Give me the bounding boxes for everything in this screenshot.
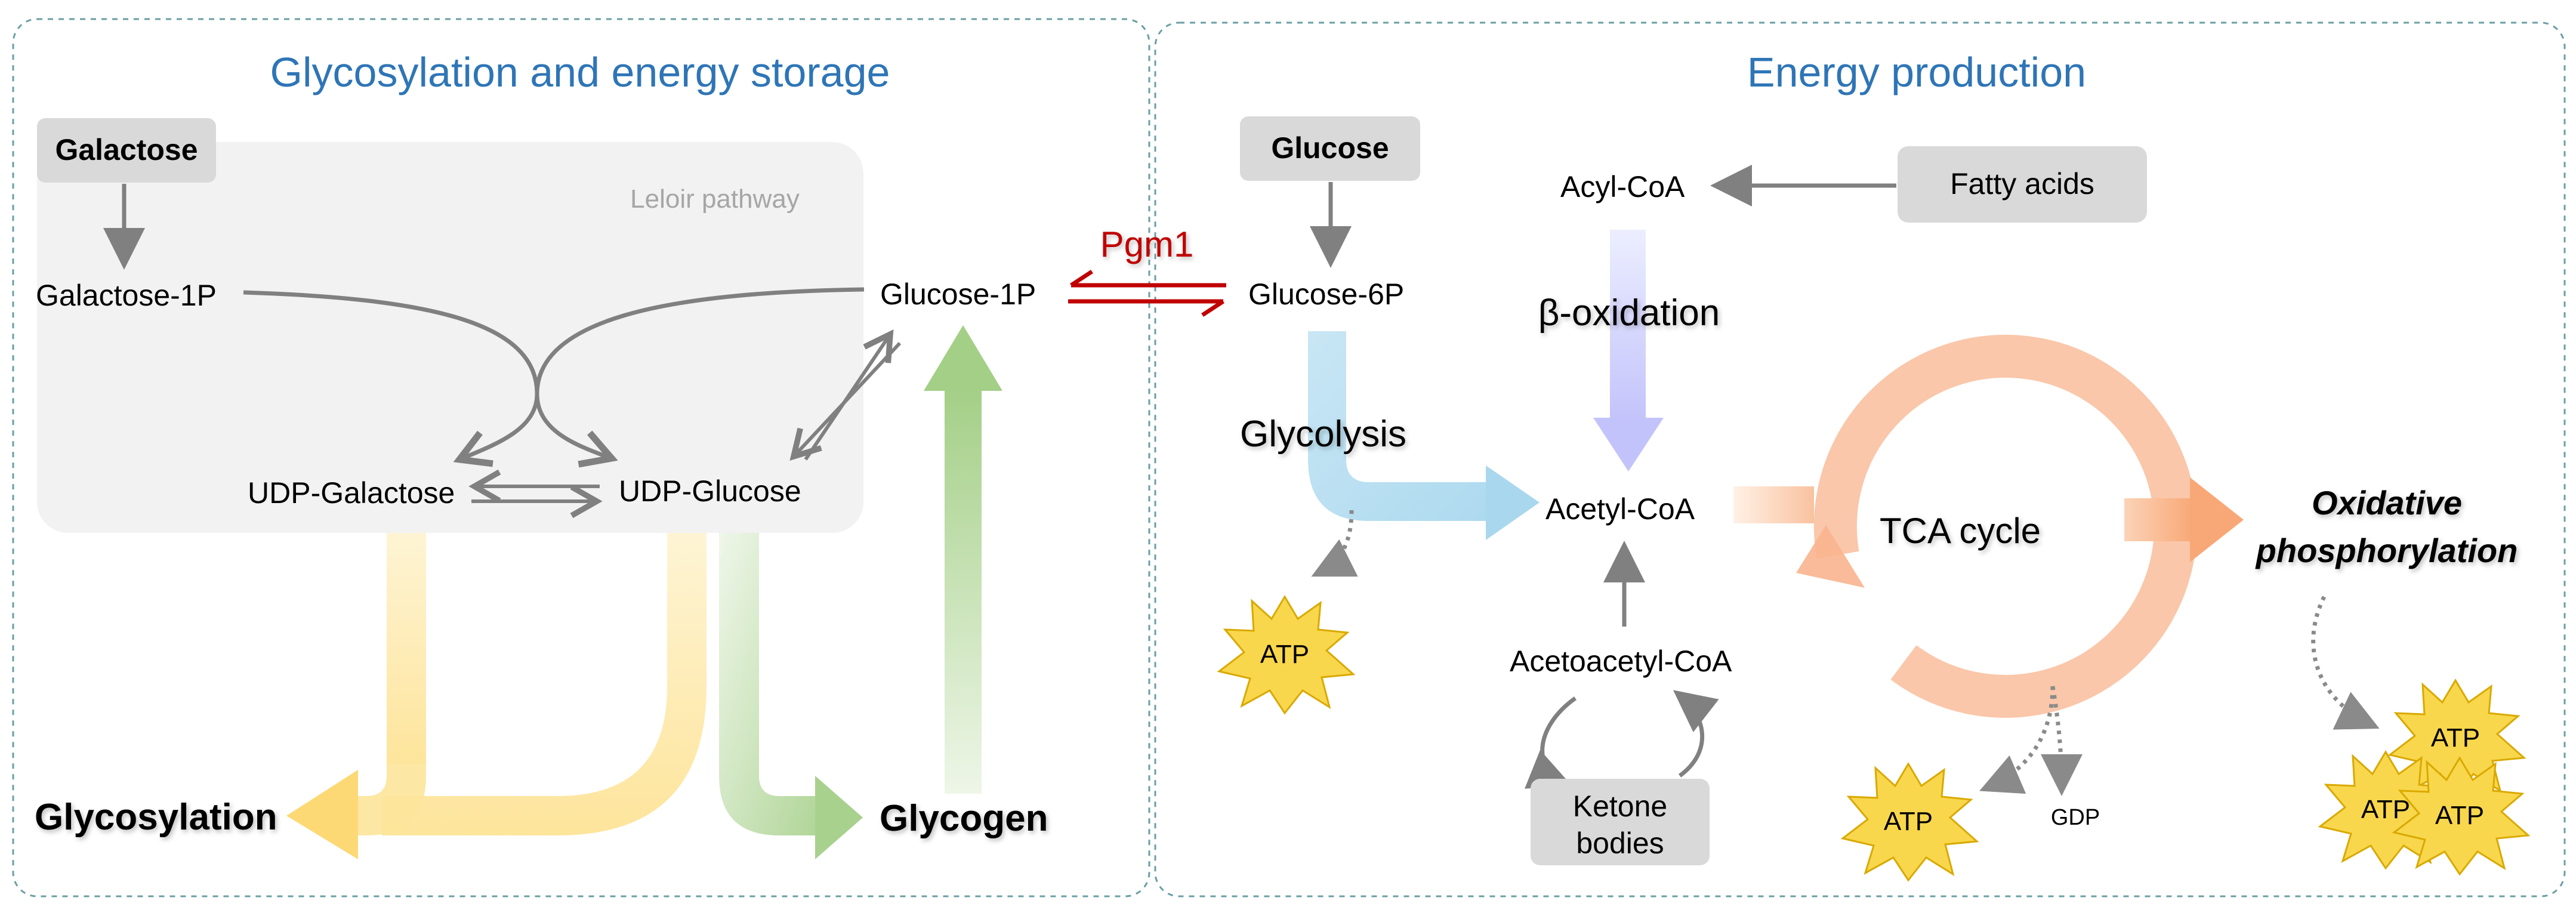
fatty-acids-box xyxy=(1898,146,2147,223)
glucose-1p-label: Glucose-1P xyxy=(880,277,1036,311)
atp-star-oxphos-right: ATP xyxy=(2392,756,2531,876)
pgm1-arrowhead-right xyxy=(1201,300,1224,317)
glycosylation-label: Glycosylation xyxy=(35,797,277,838)
oxphos-to-atp-arrow xyxy=(2311,596,2380,730)
udp-glucose-label: UDP-Glucose xyxy=(619,474,801,508)
beta-oxidation-label: β-oxidation xyxy=(1538,292,1720,334)
galactose-label: Galactose xyxy=(55,133,198,166)
tca-to-oxphos-arrow xyxy=(2124,477,2244,562)
glucose-box xyxy=(1240,116,1420,181)
glycogen-arrow xyxy=(719,525,863,859)
galactose-box xyxy=(37,118,216,183)
ketone-bodies-line1: Ketone xyxy=(1573,789,1667,823)
glucose-1p-to-udp-galactose-arrow xyxy=(453,287,865,467)
oxphos-label-line1: Oxidative xyxy=(2312,484,2462,522)
glycolysis-arrow xyxy=(1308,331,1540,540)
left-panel xyxy=(12,18,1150,898)
acetoacetyl-coa-label: Acetoacetyl-CoA xyxy=(1510,644,1732,678)
acetyl-coa-to-tca-arrow xyxy=(1733,486,1814,523)
atp-label: ATP xyxy=(1884,807,1933,836)
glucose-6p-label: Glucose-6P xyxy=(1248,277,1404,311)
beta-oxidation-arrow xyxy=(1593,230,1664,471)
fatty-acids-label: Fatty acids xyxy=(1950,167,2094,201)
tca-cycle-label: TCA cycle xyxy=(1880,511,2041,551)
glycolysis-to-atp-arrow xyxy=(1311,510,1358,577)
ketone-bodies-line2: bodies xyxy=(1576,826,1664,860)
glycosylation-arrow xyxy=(286,525,707,859)
right-panel-title: Energy production xyxy=(1747,49,2086,95)
left-panel-title: Glycosylation and energy storage xyxy=(270,49,890,95)
gdp-label: GDP xyxy=(2051,805,2100,830)
glycogen-label: Glycogen xyxy=(880,798,1048,839)
atp-label: ATP xyxy=(1260,640,1309,669)
galactose-1p-to-udp-glucose-arrow xyxy=(243,290,618,468)
right-panel xyxy=(1154,21,2566,898)
leloir-pathway-label: Leloir pathway xyxy=(630,184,800,214)
glycolysis-label: Glycolysis xyxy=(1240,414,1406,455)
atp-label: ATP xyxy=(2431,723,2480,752)
tca-cycle-ring xyxy=(1796,334,2197,718)
pgm1-label: Pgm1 xyxy=(1100,224,1194,264)
acyl-coa-label: Acyl-CoA xyxy=(1560,170,1685,203)
atp-star-glycolysis: ATP xyxy=(1217,595,1356,715)
galactose-1p-label: Galactose-1P xyxy=(36,279,217,312)
ketone-bodies-to-acetoacetyl-coa-arrow xyxy=(1673,690,1719,778)
atp-label: ATP xyxy=(2435,801,2484,830)
glucose-label: Glucose xyxy=(1271,131,1389,165)
leloir-pathway-box xyxy=(37,142,863,533)
glucose-1p-to-udp-glucose-arrow xyxy=(789,341,902,461)
pgm1-arrowhead-left xyxy=(1070,270,1093,287)
acetoacetyl-coa-to-ketone-bodies-arrow xyxy=(1524,696,1577,789)
oxphos-label-line2: phosphorylation xyxy=(2255,532,2518,569)
glycogen-to-glucose-1p-arrow xyxy=(924,325,1002,794)
atp-star-tca: ATP xyxy=(1840,762,1979,882)
ketone-bodies-box xyxy=(1531,779,1710,865)
atp-label: ATP xyxy=(2361,795,2410,824)
acetyl-coa-label: Acetyl-CoA xyxy=(1545,492,1695,526)
tca-to-atp-arrow xyxy=(1979,686,2055,794)
udp-galactose-label: UDP-Galactose xyxy=(248,476,455,510)
